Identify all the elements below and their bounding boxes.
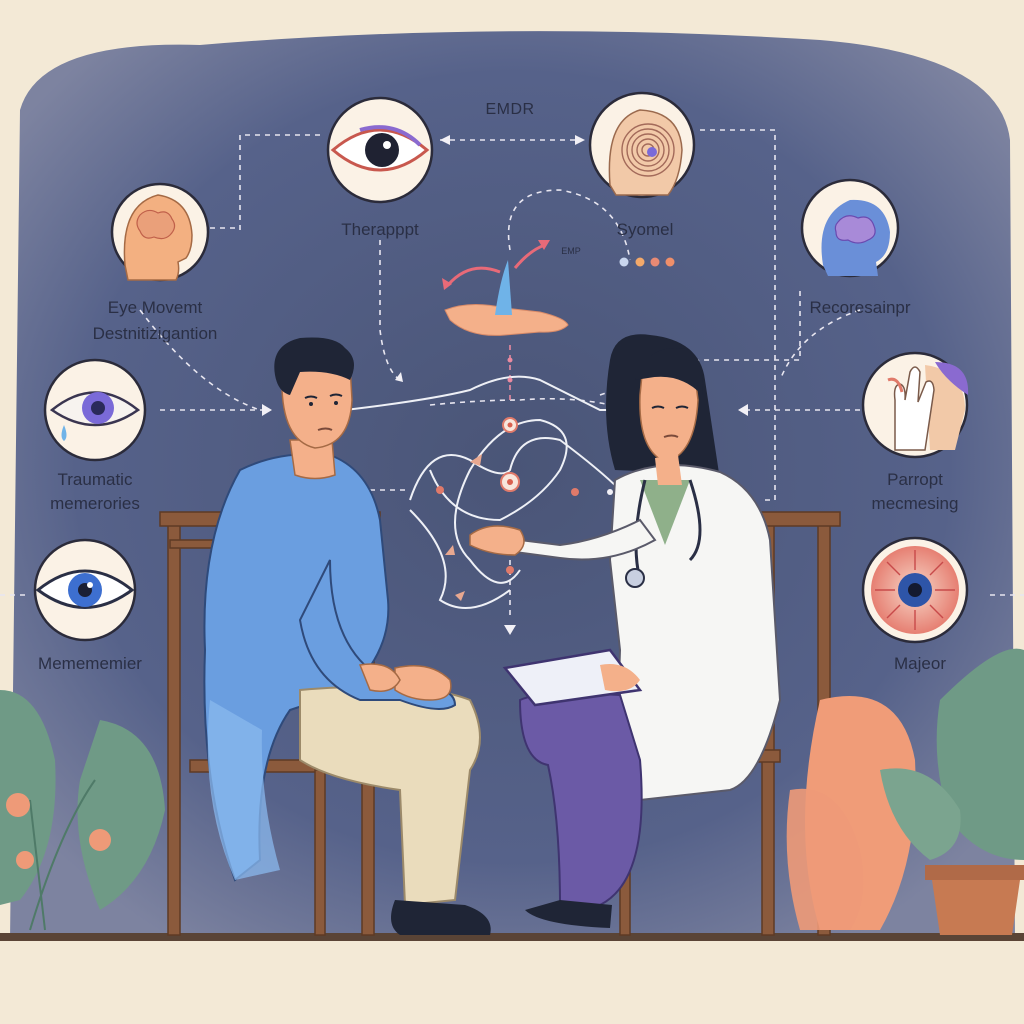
- open-hand-graphic: [442, 240, 569, 336]
- patient-figure: [203, 337, 491, 935]
- label-therapist: Therapppt: [341, 220, 419, 239]
- label-traumatic-1: Traumatic: [57, 470, 133, 489]
- label-parropt-2: mecmesing: [871, 494, 959, 513]
- left-plant: [0, 690, 165, 931]
- label-reprocessing: Recoresainpr: [809, 298, 911, 317]
- tearful-eye-icon: [43, 358, 147, 462]
- label-mememernier: Memememier: [38, 654, 142, 673]
- right-plant: [786, 648, 1024, 935]
- arrowheads: [262, 135, 748, 635]
- dot-indicator: [619, 257, 675, 267]
- spiral-head-icon: [588, 91, 696, 199]
- flow-nodes: [436, 357, 613, 601]
- red-eye-icon: [861, 536, 969, 644]
- therapist-figure: [469, 334, 782, 928]
- floor-line: [0, 933, 1024, 941]
- label-symbol: Syomel: [616, 220, 674, 239]
- label-eye-movement-2: Destnitizigantion: [92, 324, 218, 343]
- hand-face-icon: [861, 351, 969, 459]
- label-traumatic-2: memerories: [50, 494, 140, 513]
- label-eye-movement-1: Eye Movemt: [107, 298, 203, 317]
- floor: [0, 941, 1024, 1024]
- brain-profile-icon: [800, 178, 900, 278]
- brain-head-icon: [110, 182, 210, 282]
- label-majeor: Majeor: [894, 654, 946, 673]
- blue-eye-icon: [33, 538, 137, 642]
- label-parropt-1: Parropt: [887, 470, 943, 489]
- eye-icon: [326, 96, 434, 204]
- small-label-emp: EMP: [561, 246, 581, 256]
- center-label-emdr: EMDR: [485, 101, 535, 118]
